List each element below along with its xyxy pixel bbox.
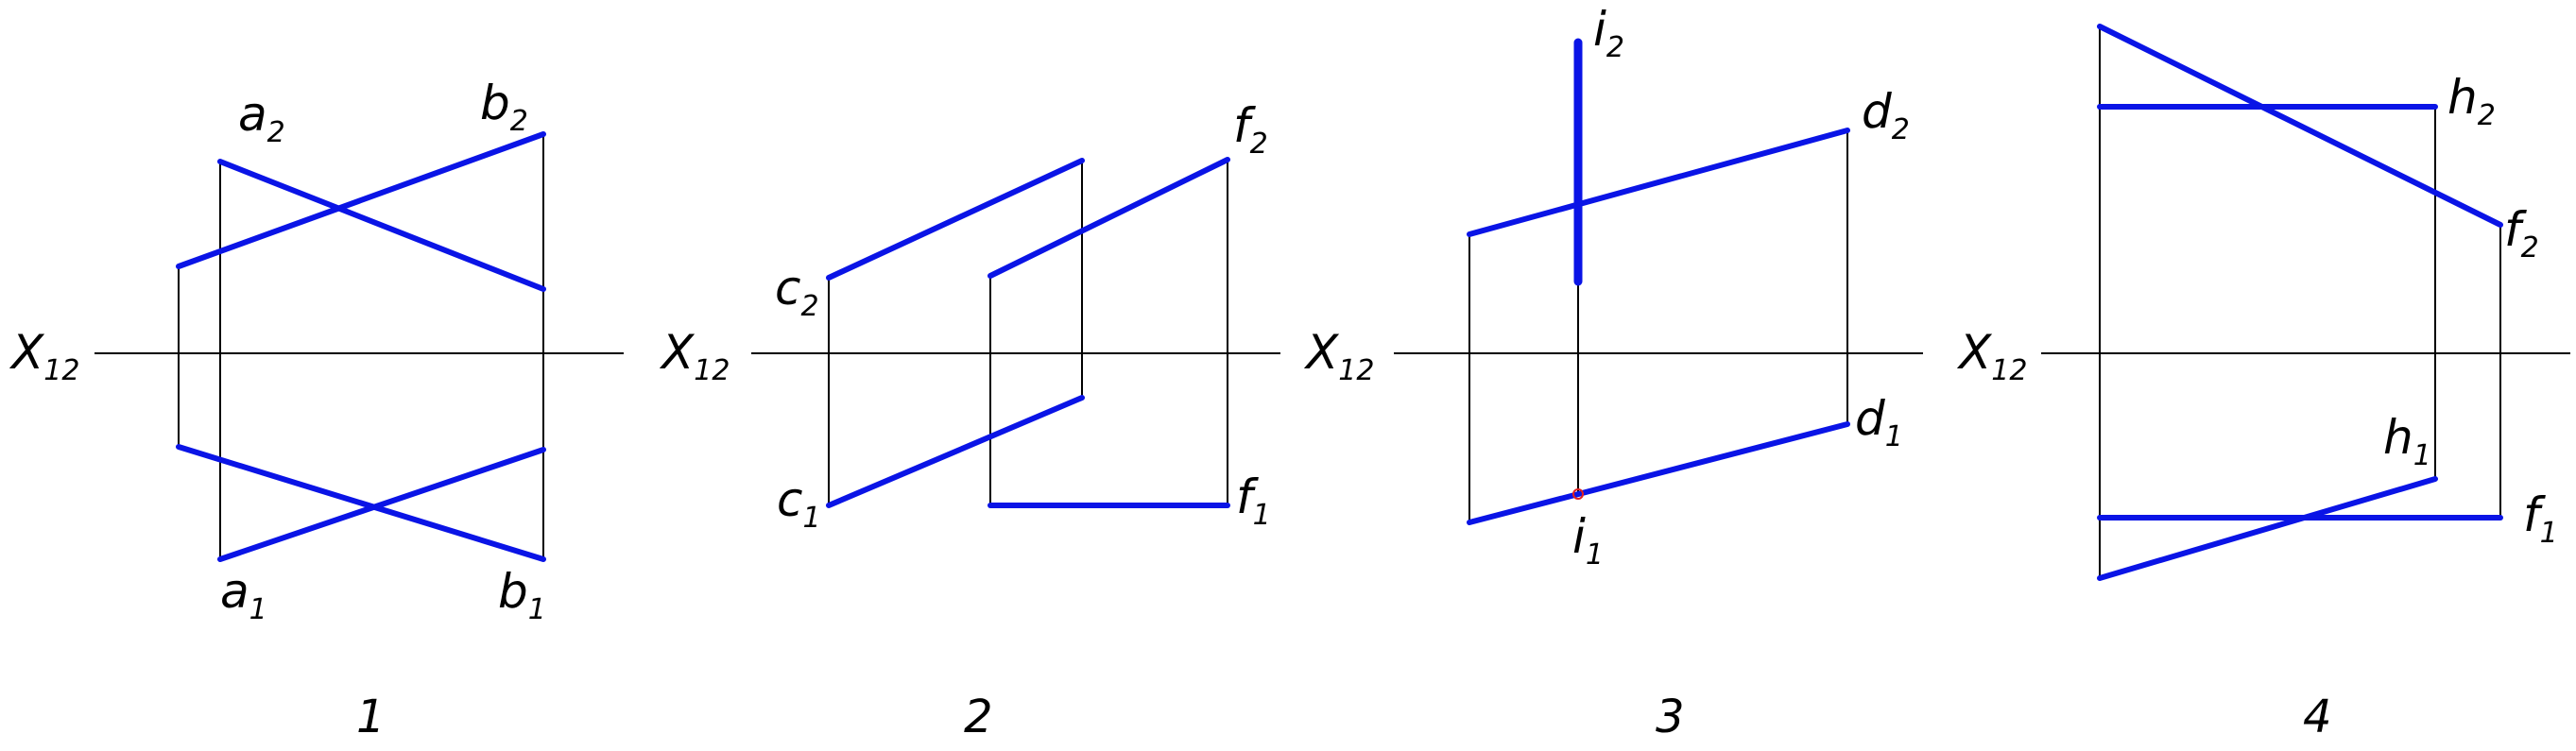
point-label-f1: f1 [1236, 469, 1271, 532]
line-c2 [826, 158, 1085, 281]
point-label-f1: f1 [2523, 487, 2558, 550]
line-c1 [826, 395, 1085, 508]
point-label-a1: a1 [220, 564, 267, 626]
axis-label: X12 [9, 325, 79, 387]
point-label-i1: i1 [1572, 509, 1604, 572]
point-label-c2: c2 [775, 261, 819, 323]
point-label-f2: f2 [2504, 202, 2539, 265]
axis-label: X12 [1956, 325, 2027, 387]
line-h1 [2097, 476, 2438, 581]
line-d1 [1467, 421, 1850, 525]
axis-label: X12 [659, 325, 730, 387]
point-label-h1: h1 [2383, 410, 2431, 472]
point-label-h2: h2 [2447, 70, 2496, 132]
line-a2 [217, 159, 546, 292]
figure-2: X12 c2 f2 c1 f1 2 [659, 98, 1280, 743]
point-label-b1: b1 [498, 564, 546, 626]
figure-number: 2 [964, 691, 993, 743]
figure-number: 4 [2303, 691, 2332, 743]
point-label-d1: d1 [1855, 391, 1903, 453]
point-i1-marker [1572, 488, 1584, 500]
axis-label: X12 [1303, 325, 1374, 387]
point-label-a2: a2 [238, 87, 285, 149]
figure-number: 3 [1656, 691, 1685, 743]
line-a1 [217, 447, 546, 562]
line-d2 [1467, 128, 1850, 237]
line-f2 [2097, 24, 2503, 228]
figure-3: X12 i2 d2 d1 i1 3 [1303, 2, 1923, 743]
point-label-f2: f2 [1233, 98, 1268, 161]
figure-1: X12 a2 b2 a1 b1 1 [9, 76, 624, 743]
point-label-c1: c1 [777, 472, 821, 535]
figure-4: X12 h2 f2 h1 f1 4 [1956, 24, 2570, 743]
point-label-b2: b2 [480, 76, 528, 138]
point-label-i2: i2 [1593, 2, 1624, 64]
point-label-d2: d2 [1862, 84, 1910, 146]
line-b1 [176, 444, 546, 562]
line-b2 [176, 131, 546, 269]
line-f2 [987, 157, 1230, 279]
figure-number: 1 [356, 691, 386, 743]
